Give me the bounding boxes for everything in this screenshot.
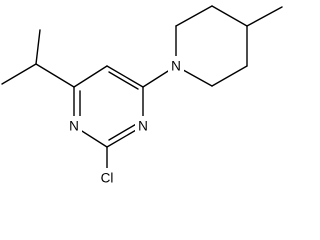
bond-isopropyl-to-ring (35, 63, 75, 88)
atom-chlorine: Cl (96, 168, 118, 186)
atom-label-n1: N (69, 119, 79, 134)
bond-ca-cb (211, 65, 248, 87)
bond-cd-ce (175, 5, 213, 27)
bonds (1, 5, 283, 171)
atom-n-pyrimidine-right: N (135, 116, 151, 134)
label-mask (168, 56, 184, 74)
bond-c5-c6 (106, 65, 144, 88)
label-mask (135, 116, 151, 134)
bond-c4-c5 (73, 65, 108, 88)
structure-diagram: N N N Cl (1, 5, 283, 186)
bond-n1-c2-inner (108, 122, 139, 141)
atom-label-cl: Cl (101, 171, 114, 186)
bond-cc-cd (211, 5, 248, 27)
atom-labels: N N N Cl (66, 56, 184, 186)
bond-isopropyl-methyl-right (35, 29, 41, 65)
label-mask (66, 116, 82, 134)
atom-n-pyrimidine-left: N (66, 116, 82, 134)
atom-label-n3: N (171, 59, 181, 74)
bond-isopropyl-methyl-left (1, 63, 37, 85)
molecule-drawing: N N N Cl (1, 5, 283, 186)
atom-n-piperidine: N (168, 56, 184, 74)
label-mask (96, 168, 118, 186)
atom-label-n2: N (138, 119, 148, 134)
bond-c5-c6-inner (108, 71, 139, 90)
bond-cb-methyl (246, 6, 283, 27)
